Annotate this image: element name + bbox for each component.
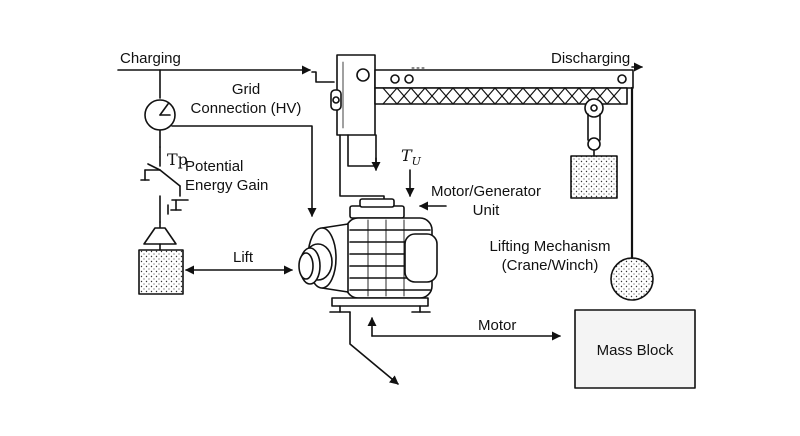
- potential-line2: Energy Gain: [185, 177, 269, 194]
- potential-energy-label: Potential Energy Gain: [185, 157, 268, 195]
- small-weight-box: [138, 249, 184, 295]
- charging-step-wire: [311, 71, 335, 83]
- grid-meter-icon: [144, 69, 176, 148]
- crane-boom: [374, 67, 634, 105]
- lift-label: Lift: [233, 249, 254, 266]
- potential-line1: Potential: [185, 158, 244, 175]
- converter-output-down: [347, 134, 377, 167]
- motor-gen-line1: Motor/Generator: [430, 183, 542, 200]
- hanging-ball: [610, 257, 654, 301]
- tp-symbol: Tp: [167, 150, 188, 169]
- lifting-mechanism-label: Lifting Mechanism (Crane/Winch): [476, 237, 624, 275]
- switch-line: [140, 146, 189, 223]
- charging-label: Charging: [120, 50, 181, 67]
- motor-output-line: [349, 311, 399, 385]
- grid-connection-label: Grid Connection (HV): [182, 80, 310, 118]
- motor-label: Motor: [478, 317, 517, 334]
- motor-gen-line2: Unit: [472, 202, 500, 219]
- pulley-hanger: [584, 98, 604, 157]
- grid-to-motor-wire: [171, 125, 317, 217]
- motor-generator-icon: [298, 198, 438, 313]
- mass-block-label: Mass Block: [596, 342, 674, 359]
- converter-to-motor-wire: [339, 134, 385, 207]
- tu-main: T: [401, 146, 412, 165]
- grid-line2: Connection (HV): [190, 100, 302, 117]
- motor-generator-label: Motor/Generator Unit: [420, 182, 552, 220]
- tu-symbol: TU: [401, 146, 421, 171]
- hanging-weight-box: [570, 155, 618, 199]
- lifting-line1: Lifting Mechanism: [489, 238, 611, 255]
- converter-box: [330, 54, 376, 136]
- mass-block: [574, 309, 696, 389]
- tu-subscript: U: [411, 155, 421, 169]
- lifting-line2: (Crane/Winch): [501, 257, 599, 274]
- hook-funnel-icon: [143, 221, 177, 251]
- grid-line1: Grid: [231, 81, 261, 98]
- discharging-label: Discharging: [551, 50, 631, 67]
